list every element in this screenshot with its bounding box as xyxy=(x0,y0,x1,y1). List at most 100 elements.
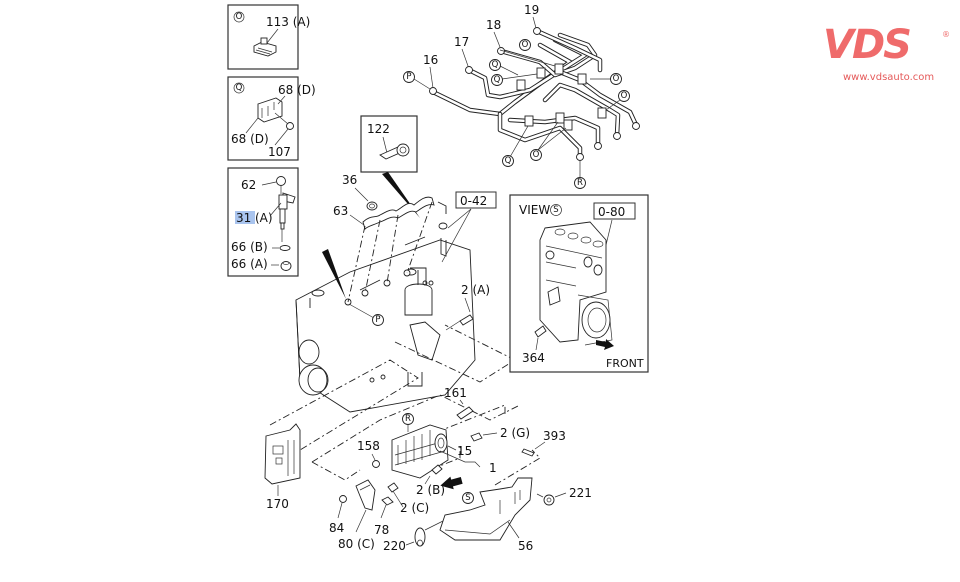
svg-text:P: P xyxy=(406,72,411,82)
label-31[interactable]: 31 xyxy=(236,211,251,225)
svg-text:Q: Q xyxy=(494,75,501,85)
pipe-nut-17 xyxy=(465,66,473,74)
part-31a-injector xyxy=(278,192,296,230)
inset-detail-o: O 113 (A) xyxy=(227,4,310,70)
marker-o-pipes-2: O xyxy=(590,73,622,85)
label-113a: 113 (A) xyxy=(266,15,310,29)
logo-url: www.vdsauto.com xyxy=(843,72,934,83)
part-113a-clip xyxy=(253,37,277,57)
label-2g: 2 (G) xyxy=(500,426,530,440)
part-161-stud xyxy=(456,406,474,420)
part-2c-bolt xyxy=(387,482,399,493)
inset-clip-122: 122 xyxy=(360,115,420,218)
marker-r-pump: R xyxy=(402,413,414,432)
marker-o-circle: O xyxy=(233,11,245,23)
label-17: 17 xyxy=(454,35,469,49)
label-80c: 80 (C) xyxy=(338,537,375,551)
marker-s-view: S xyxy=(550,204,562,216)
marker-o-pipes-1: O xyxy=(499,39,556,67)
inset-injector: 62 31 (A) 66 (B) 66 (A) xyxy=(227,167,299,277)
part-66b-washer xyxy=(279,245,291,251)
part-220-clip xyxy=(414,527,426,547)
svg-text:R: R xyxy=(577,178,583,188)
label-66a: 66 (A) xyxy=(231,257,268,271)
part-84-nut xyxy=(339,495,347,503)
pipe-nut-16 xyxy=(429,87,437,95)
marker-q-pipes-2: Q xyxy=(491,73,538,86)
assembly-guide-lines xyxy=(269,324,541,486)
label-170: 170 xyxy=(266,497,289,511)
part-2g-bolt xyxy=(470,432,483,442)
front-arrow-icon xyxy=(440,476,463,490)
label-161: 161 xyxy=(444,386,467,400)
part-170-bracket xyxy=(264,423,301,485)
label-364: 364 xyxy=(522,351,545,365)
label-393: 393 xyxy=(543,429,566,443)
part-2b-bolt xyxy=(431,464,443,475)
injection-pump xyxy=(391,424,449,479)
pipe-nut-19 xyxy=(533,27,541,35)
marker-o-pipes-3: O xyxy=(605,90,630,111)
front-arrow-icon-view xyxy=(596,339,614,350)
part-62-nut xyxy=(276,176,286,186)
label-31-suffix: (A) xyxy=(255,211,273,225)
part-2a-bolt xyxy=(445,314,474,331)
ref-0-80[interactable]: 0-80 xyxy=(598,205,625,219)
label-84: 84 xyxy=(329,521,344,535)
svg-text:O: O xyxy=(533,150,540,160)
engine-block xyxy=(295,236,476,413)
marker-s-bracket: S xyxy=(462,492,474,504)
svg-text:P: P xyxy=(375,315,380,325)
view-s-front-label: FRONT xyxy=(606,357,644,370)
svg-text:O: O xyxy=(621,91,628,101)
ref-0-42[interactable]: 0-42 xyxy=(460,194,487,208)
svg-text:O: O xyxy=(522,40,529,50)
svg-text:Q: Q xyxy=(492,60,499,70)
view-s-title: VIEW xyxy=(519,203,550,217)
pump-view-s xyxy=(539,221,613,346)
label-19: 19 xyxy=(524,3,539,17)
injection-pipes xyxy=(429,27,640,161)
ref-box-0-80[interactable] xyxy=(593,202,636,220)
inset-detail-q: Q 68 (D) 68 (D) 107 xyxy=(227,76,316,161)
inset-view-s: VIEW S 0-80 364 FRONT xyxy=(509,194,649,373)
marker-o-pipes-4: O xyxy=(530,121,567,161)
marker-r-pipes: R xyxy=(574,161,586,189)
label-2c: 2 (C) xyxy=(400,501,429,515)
label-220: 220 xyxy=(383,539,406,553)
part-66a-seal xyxy=(280,261,292,271)
marker-q-pipes-1: Q xyxy=(489,59,519,76)
vds-logo[interactable]: VDS ® www.vdsauto.com xyxy=(823,22,950,83)
label-31-highlight xyxy=(235,211,255,224)
label-2a: 2 (A) xyxy=(461,283,490,297)
svg-text:S: S xyxy=(553,205,558,215)
part-364-bolt xyxy=(534,325,547,338)
label-16: 16 xyxy=(423,53,438,67)
svg-text:Q: Q xyxy=(236,83,243,93)
part-107-nut xyxy=(286,122,294,130)
label-66b: 66 (B) xyxy=(231,240,268,254)
part-80c-bracket xyxy=(355,479,376,511)
label-15: 15 xyxy=(457,444,472,458)
svg-text:S: S xyxy=(465,493,470,503)
marker-p-pipes: P xyxy=(403,71,431,90)
label-2b: 2 (B) xyxy=(416,483,445,497)
label-36: 36 xyxy=(342,173,357,187)
label-122: 122 xyxy=(367,122,390,136)
label-158: 158 xyxy=(357,439,380,453)
label-78: 78 xyxy=(374,523,389,537)
part-393-sensor xyxy=(521,448,535,457)
part-56-bracket xyxy=(439,477,533,541)
part-221-nut xyxy=(543,494,555,506)
label-221: 221 xyxy=(569,486,592,500)
svg-text:Q: Q xyxy=(505,156,512,166)
part-78-bolt xyxy=(381,496,394,506)
label-63: 63 xyxy=(333,204,348,218)
ref-box-0-42[interactable] xyxy=(455,191,497,209)
harness-bracket xyxy=(347,196,448,303)
logo-registered: ® xyxy=(942,30,950,39)
label-62: 62 xyxy=(241,178,256,192)
svg-text:O: O xyxy=(236,12,243,22)
part-158-nut xyxy=(372,460,380,468)
